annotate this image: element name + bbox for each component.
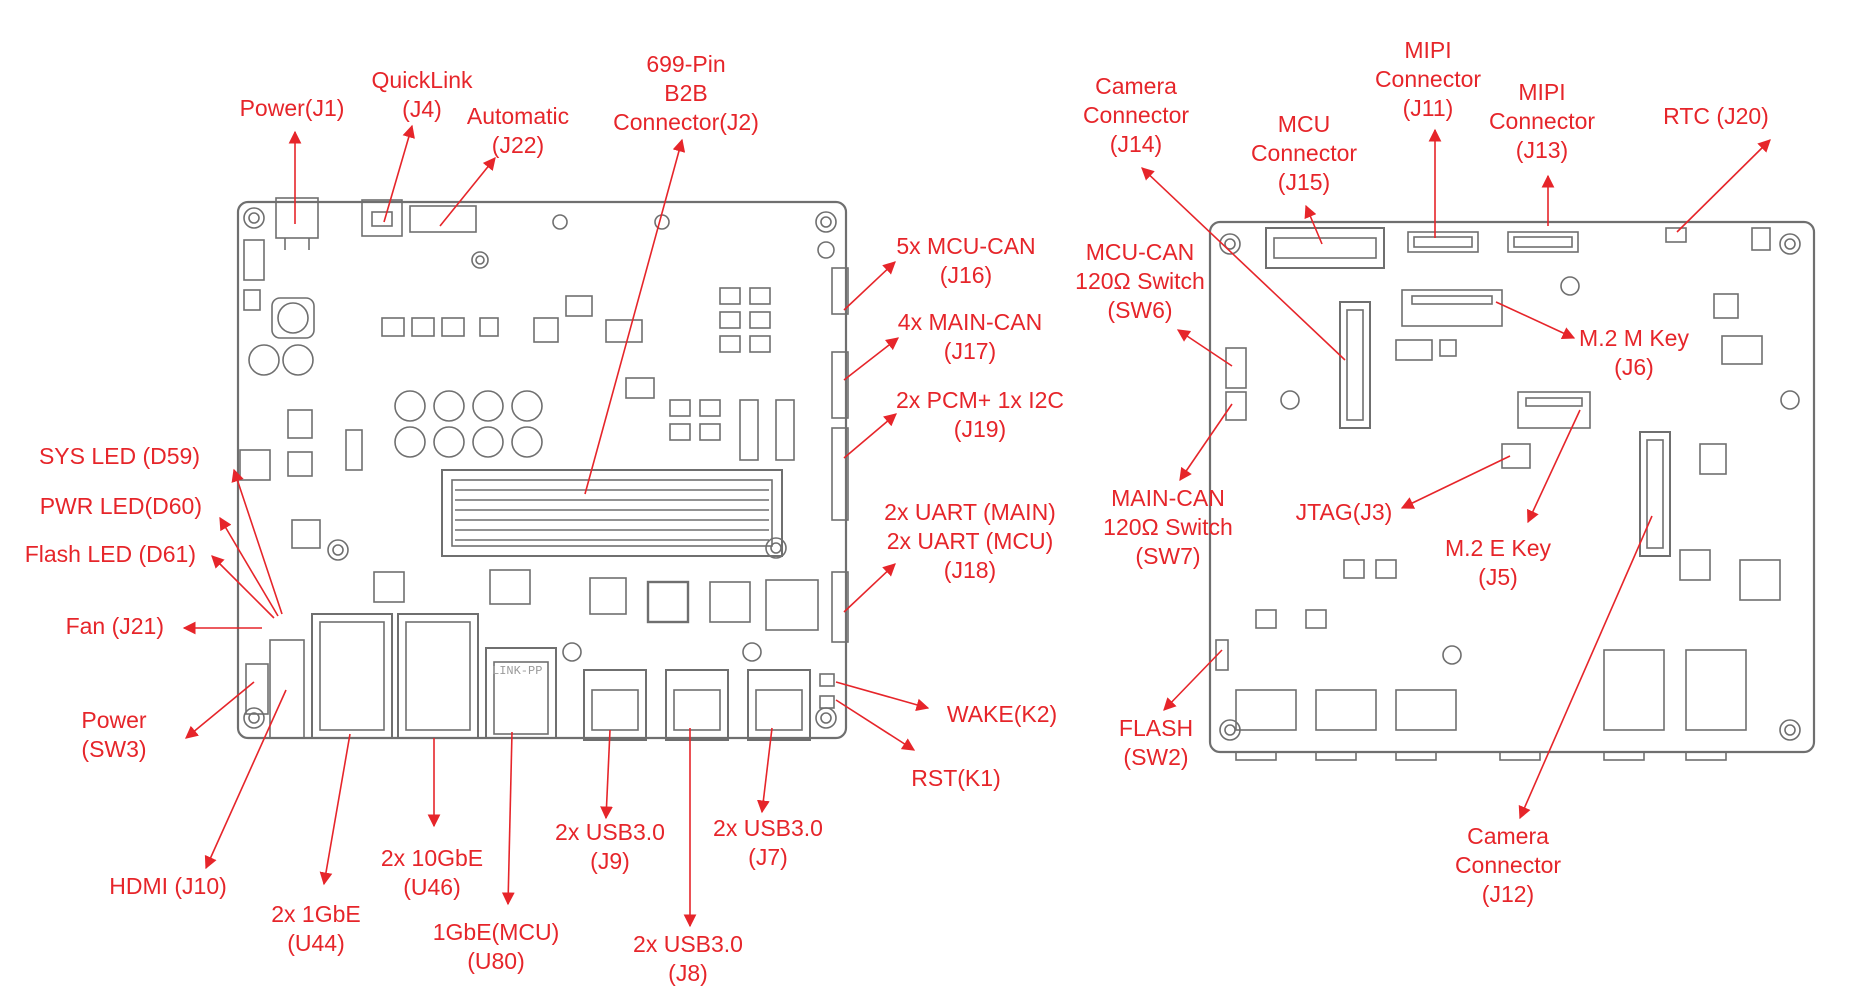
label-power-j1: Power(J1) xyxy=(239,95,345,121)
left-board xyxy=(236,197,849,741)
label-power-sw3: Power(SW3) xyxy=(81,707,147,762)
label-10gbe-u46: 2x 10GbE(U46) xyxy=(380,845,484,900)
label-gbe-mcu-u80: 1GbE(MCU)(U80) xyxy=(432,919,560,974)
label-wake-k2: WAKE(K2) xyxy=(946,701,1058,727)
label-usb-j8: 2x USB3.0(J8) xyxy=(633,931,743,986)
label-pcm-i2c-j19: 2x PCM+ 1x I2C(J19) xyxy=(895,387,1065,442)
label-pwr-led-d60: PWR LED(D60) xyxy=(39,493,202,519)
label-fan-j21: Fan (J21) xyxy=(65,613,164,639)
label-main-can-j17: 4x MAIN-CAN(J17) xyxy=(897,309,1043,364)
label-gbe-u44: 2x 1GbE(U44) xyxy=(271,901,361,956)
label-mcu-can-j16: 5x MCU-CAN(J16) xyxy=(896,233,1036,288)
label-jtag-j3: JTAG(J3) xyxy=(1295,499,1393,525)
label-flash-sw2: FLASH(SW2) xyxy=(1118,715,1194,770)
label-usb-j7: 2x USB3.0(J7) xyxy=(713,815,823,870)
label-sys-led-d59: SYS LED (D59) xyxy=(38,443,200,469)
label-automatic-j22: Automatic(J22) xyxy=(466,103,570,158)
label-usb-j9: 2x USB3.0(J9) xyxy=(555,819,665,874)
label-rst-k1: RST(K1) xyxy=(911,765,1001,791)
right-board xyxy=(1208,220,1816,761)
label-quicklink-j4: QuickLink(J4) xyxy=(371,67,473,122)
label-m2-e-j5: M.2 E Key(J5) xyxy=(1444,535,1552,590)
label-hdmi-j10: HDMI (J10) xyxy=(109,873,227,899)
label-rtc-j20: RTC (J20) xyxy=(1663,103,1769,129)
board-marking: LINK-PP xyxy=(492,664,543,678)
label-uart-j18: 2x UART (MAIN)2x UART (MCU)(J18) xyxy=(884,499,1056,583)
label-m2-m-j6: M.2 M Key(J6) xyxy=(1579,325,1689,380)
label-flash-led-d61: Flash LED (D61) xyxy=(24,541,196,567)
